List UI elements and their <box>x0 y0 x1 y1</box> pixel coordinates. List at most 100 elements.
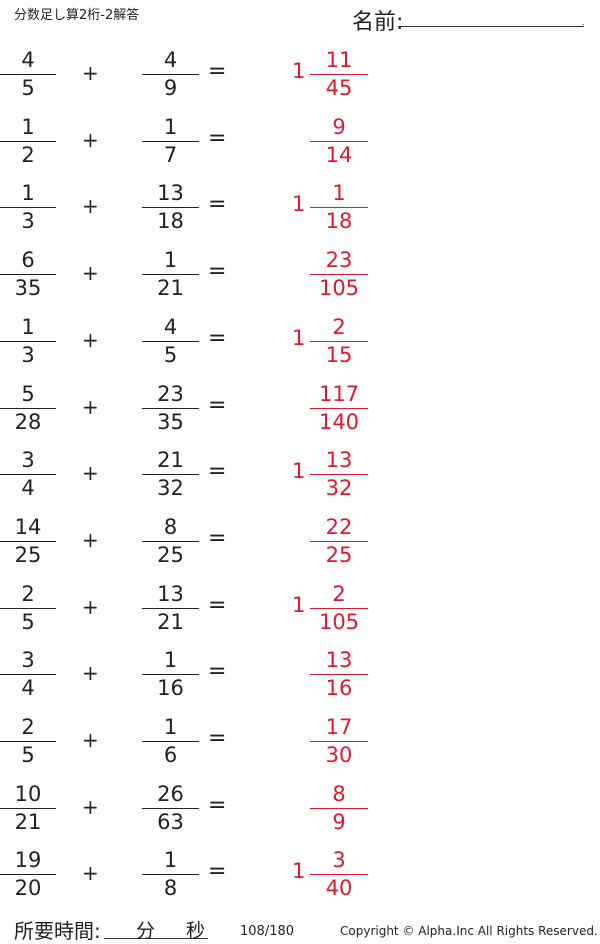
answer-fraction-denominator: 18 <box>325 209 353 234</box>
first-fraction-bar <box>0 407 56 409</box>
first-fraction-numerator: 2 <box>21 715 35 739</box>
second-fraction-denominator: 5 <box>163 342 178 367</box>
plus-sign: + <box>82 194 99 219</box>
plus-sign: + <box>82 728 99 752</box>
plus-sign: + <box>82 794 99 819</box>
second-fraction-bar <box>142 474 199 476</box>
second-fraction-numerator: 8 <box>163 514 178 539</box>
answer-fraction-numerator: 1 <box>332 181 346 206</box>
second-fraction-bar <box>142 407 199 409</box>
first-fraction-numerator: 4 <box>21 48 35 72</box>
first-fraction-numerator: 5 <box>21 381 35 406</box>
elapsed-time-line[interactable] <box>104 938 208 939</box>
second-fraction-numerator: 21 <box>157 448 184 473</box>
first-fraction-denominator: 3 <box>21 342 35 367</box>
second-fraction-bar <box>142 140 199 142</box>
plus-sign: + <box>82 394 99 419</box>
second-fraction-bar <box>142 741 199 742</box>
copyright: Copyright © Alpha.Inc All Rights Reserve… <box>340 924 598 938</box>
equals-sign: = <box>208 192 227 218</box>
equals-sign: = <box>208 59 227 84</box>
answer-fraction-bar <box>310 340 368 342</box>
first-fraction-bar <box>0 340 56 342</box>
plus-sign: + <box>82 527 99 552</box>
answer-whole-number: 1 <box>292 59 306 83</box>
second-fraction-bar <box>142 207 199 209</box>
plus-sign: + <box>82 127 99 152</box>
second-fraction-bar <box>142 874 199 876</box>
second-fraction-numerator: 4 <box>163 314 178 339</box>
equals-sign: = <box>208 859 227 885</box>
second-fraction-bar <box>142 340 199 342</box>
answer-fraction-numerator: 117 <box>318 381 360 406</box>
answer-fraction-bar <box>310 274 368 276</box>
first-fraction-denominator: 21 <box>14 809 42 834</box>
second-fraction-bar <box>142 607 199 609</box>
name-field-end-dot: . <box>582 18 585 27</box>
answer-fraction-numerator: 17 <box>325 715 353 739</box>
answer-fraction-denominator: 140 <box>318 409 360 434</box>
first-fraction-numerator: 3 <box>21 648 35 673</box>
answer-fraction-denominator: 45 <box>325 76 353 100</box>
equals-sign: = <box>208 525 227 551</box>
minutes-label: 分 <box>136 920 156 942</box>
second-fraction-numerator: 1 <box>163 715 178 739</box>
second-fraction-numerator: 1 <box>163 648 178 673</box>
first-fraction-numerator: 10 <box>14 781 42 806</box>
first-fraction-numerator: 6 <box>21 248 35 273</box>
answer-fraction-denominator: 40 <box>325 876 353 901</box>
first-fraction-denominator: 5 <box>21 76 35 100</box>
first-fraction-denominator: 4 <box>21 476 35 501</box>
answer-fraction-numerator: 3 <box>332 848 346 873</box>
answer-fraction-bar <box>310 207 368 209</box>
second-fraction-numerator: 1 <box>163 248 178 273</box>
first-fraction-bar <box>0 674 56 676</box>
answer-whole-number: 1 <box>292 325 306 350</box>
name-field-line[interactable] <box>398 26 584 27</box>
plus-sign: + <box>82 327 99 352</box>
second-fraction-denominator: 32 <box>157 476 184 501</box>
page-number: 108/180 <box>240 924 295 939</box>
second-fraction-bar <box>142 807 199 809</box>
equals-sign: = <box>208 125 227 151</box>
second-fraction-denominator: 6 <box>163 743 178 767</box>
second-fraction-numerator: 13 <box>157 181 184 206</box>
answer-fraction-numerator: 13 <box>325 648 353 673</box>
first-fraction-numerator: 3 <box>21 448 35 473</box>
first-fraction-denominator: 4 <box>21 676 35 701</box>
answer-fraction-denominator: 105 <box>318 276 360 301</box>
plus-sign: + <box>82 261 99 286</box>
answer-fraction-denominator: 25 <box>325 542 353 567</box>
first-fraction-denominator: 25 <box>14 542 42 567</box>
second-fraction-denominator: 18 <box>157 209 184 234</box>
first-fraction-bar <box>0 807 56 809</box>
answer-fraction-numerator: 11 <box>325 48 353 72</box>
first-fraction-bar <box>0 540 56 542</box>
first-fraction-bar <box>0 741 56 742</box>
second-fraction-bar <box>142 674 199 676</box>
answer-whole-number: 1 <box>292 192 306 217</box>
